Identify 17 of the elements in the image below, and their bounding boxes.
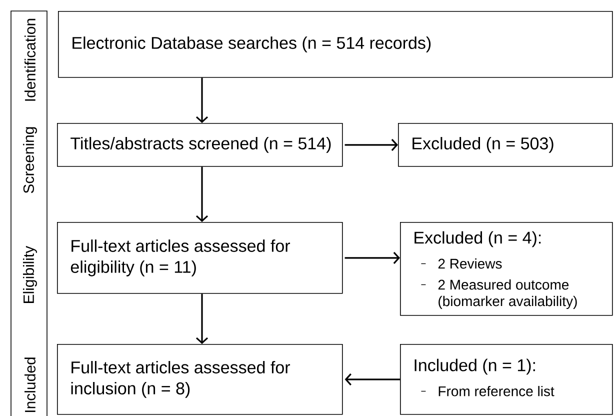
process-box: Full-text articles assessed for inclusion (n = 8)	[57, 344, 343, 415]
process-box: Full-text articles assessed for eligibility (n = 11)	[57, 222, 343, 294]
phase-label: Screening	[23, 127, 37, 194]
arrow	[196, 166, 208, 222]
phase-label: Identification	[24, 18, 36, 101]
process-box: Titles/abstracts screened (n = 514)	[57, 123, 343, 167]
arrow	[344, 252, 400, 264]
process-box: Excluded (n = 503)	[398, 123, 613, 167]
arrow	[344, 373, 400, 386]
arrow	[196, 78, 208, 123]
process-box: Excluded (n = 4): 2 Reviews 2 Measured outcome (biomarker availability)	[400, 222, 613, 316]
phase-label: Eligibility	[23, 246, 37, 303]
arrow	[196, 294, 208, 344]
process-box: Included (n = 1): From reference list	[400, 344, 613, 415]
process-box: Electronic Database searches (n = 514 records)	[58, 11, 613, 78]
phase-label: Included	[24, 358, 36, 412]
arrow	[344, 138, 398, 151]
